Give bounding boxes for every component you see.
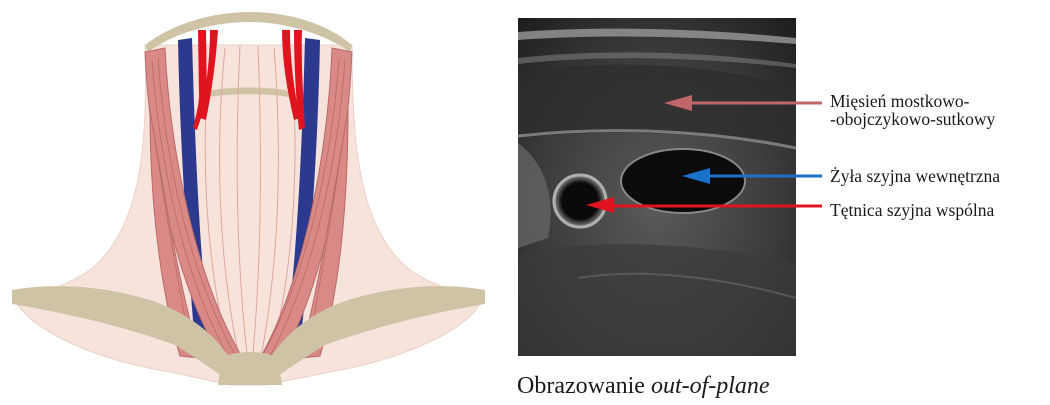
carotid-artery-label: Tętnica szyjna wspólna xyxy=(830,201,994,219)
muscle-arrow-head xyxy=(664,95,692,111)
caption-italic: out-of-plane xyxy=(651,373,770,399)
scm-label-line1: Mięsień mostkowo- xyxy=(830,92,970,110)
vein-arrow-head xyxy=(682,168,710,184)
caption-prefix: Obrazowanie xyxy=(517,373,651,399)
image-caption: Obrazowanie out-of-plane xyxy=(517,373,770,400)
artery-arrow-head xyxy=(586,197,614,213)
jugular-vein-label: Żyła szyjna wewnętrzna xyxy=(830,167,1000,185)
scm-label-line2: -obojczykowo-sutkowy xyxy=(830,110,995,128)
